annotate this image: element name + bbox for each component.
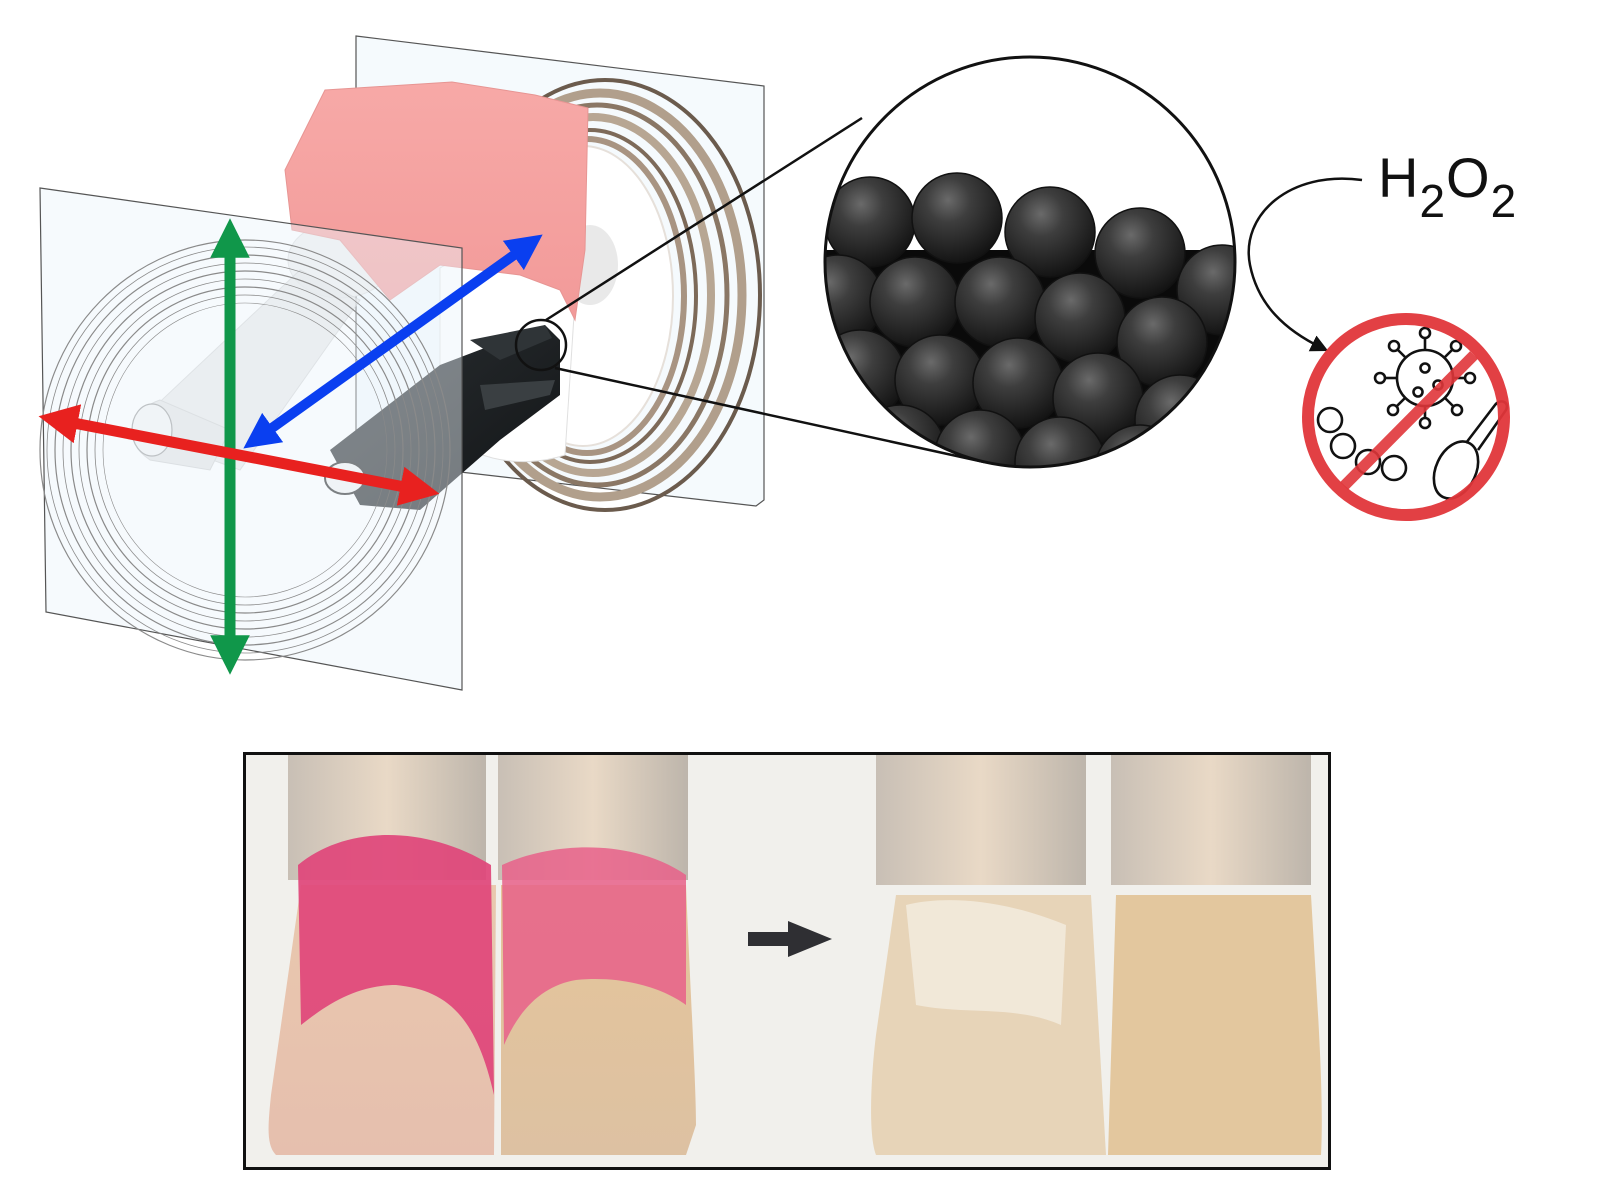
right-arrow-icon [748,921,832,957]
magnetic-coil-setup [38,35,1510,691]
nanoparticle-magnified-view [823,55,1237,469]
reaction-arrow [1247,177,1363,352]
z-axis-arrow [243,234,543,449]
biofilm-stain [298,835,494,1095]
teeth-before-after-photo [243,752,1331,1170]
teeth-after [871,755,1322,1155]
zoom-connector-lines [545,116,985,464]
x-axis-arrow [38,404,440,506]
front-coil-plate [39,187,463,691]
axis-arrows [38,218,543,675]
teeth-before [268,755,696,1155]
antibacterial-prohibited-icon [1302,313,1510,521]
h2o2-label: H2O2 [1378,146,1518,227]
